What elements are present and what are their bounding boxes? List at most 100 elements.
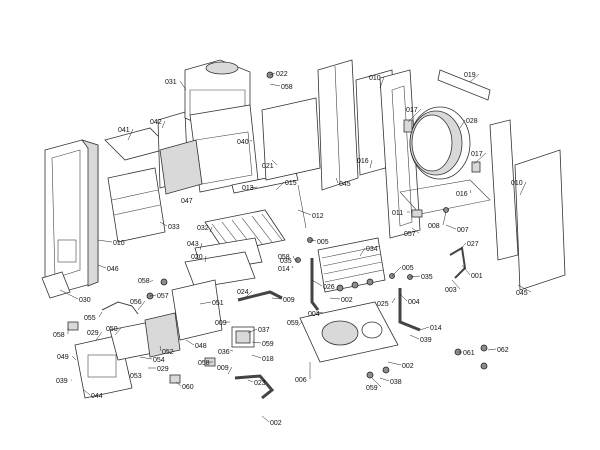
leader-line <box>97 264 107 269</box>
part-number-label: 011 <box>392 210 403 217</box>
part-number-label: 023 <box>254 380 266 387</box>
fitting <box>169 374 181 384</box>
leader-line <box>159 221 168 227</box>
leader-line <box>469 189 472 194</box>
fitting <box>443 207 449 213</box>
part-number-label: 038 <box>390 379 402 386</box>
pcb-board <box>144 312 181 358</box>
part-number-label: 043 <box>187 241 199 248</box>
part-number-label: 032 <box>197 225 209 232</box>
leader-line <box>379 76 385 89</box>
leader-line <box>127 128 134 141</box>
part-number-label: 005 <box>317 239 329 246</box>
part-number-label: 016 <box>456 191 468 198</box>
part-number-label: 010 <box>113 240 125 247</box>
leader-line <box>469 73 480 83</box>
leader-line <box>159 345 162 352</box>
part-number-label: 054 <box>153 357 165 364</box>
leader-line <box>315 311 324 314</box>
part-number-label: 040 <box>237 139 249 146</box>
gas-valve <box>231 326 255 348</box>
part-number-label: 039 <box>56 378 68 385</box>
bottom-frame <box>399 179 491 215</box>
leader-line <box>249 186 258 189</box>
part-number-label: 001 <box>471 273 483 280</box>
leader-line <box>83 389 91 396</box>
part-number-label: 034 <box>366 246 378 253</box>
leader-line <box>461 264 471 276</box>
leader-line <box>149 279 154 283</box>
leader-line <box>269 72 276 76</box>
fitting <box>160 278 168 286</box>
part-number-label: 014 <box>430 325 442 332</box>
leader-line <box>459 119 466 129</box>
leader-line <box>261 415 270 423</box>
part-number-label: 059 <box>287 320 299 327</box>
leader-line <box>251 354 262 359</box>
leader-line <box>459 242 467 251</box>
leader-line <box>309 239 317 242</box>
part-number-label: 017 <box>471 151 483 158</box>
leader-line <box>149 294 157 297</box>
part-number-label: 009 <box>217 365 229 372</box>
part-number-label: 030 <box>79 297 91 304</box>
part-number-label: 021 <box>262 163 274 170</box>
fitting <box>480 344 488 352</box>
leader-line <box>271 297 283 300</box>
burner-base-plate <box>184 251 256 289</box>
leader-line <box>114 327 122 336</box>
part-number-label: 010 <box>369 75 381 82</box>
part-number-label: 002 <box>270 420 282 427</box>
part-number-callouts: 0010020020020030040040050050060070080090… <box>53 71 528 427</box>
part-number-label: 009 <box>283 297 295 304</box>
leader-line <box>185 339 195 346</box>
part-number-label: 010 <box>511 180 523 187</box>
leader-line <box>249 139 253 142</box>
leader-line <box>269 83 281 87</box>
leader-line <box>71 355 77 361</box>
leader-line <box>335 177 339 184</box>
part-number-label: 008 <box>428 223 440 230</box>
part-number-label: 002 <box>402 363 414 370</box>
leader-line <box>275 181 285 191</box>
leader-line <box>161 120 166 129</box>
part-number-label: 053 <box>130 373 142 380</box>
leader-line <box>227 366 233 375</box>
leader-line <box>199 301 212 305</box>
part-number-label: 039 <box>420 337 432 344</box>
leader-line <box>251 341 262 344</box>
part-number-label: 018 <box>262 356 274 363</box>
top-bracket <box>437 69 491 101</box>
part-number-label: 050 <box>106 326 118 333</box>
leader-line <box>387 361 402 366</box>
part-number-label: 017 <box>406 107 418 114</box>
leader-line <box>399 293 408 302</box>
part-number-label: 007 <box>457 227 469 234</box>
part-number-label: 055 <box>84 315 96 322</box>
part-number-label: 048 <box>195 343 207 350</box>
leader-line <box>297 321 303 327</box>
leader-line <box>411 227 420 234</box>
part-number-label: 012 <box>312 213 324 220</box>
part-number-label: 022 <box>276 71 288 78</box>
part-number-label: 037 <box>258 327 270 334</box>
part-number-label: 027 <box>467 241 479 248</box>
part-number-label: 019 <box>464 72 476 79</box>
part-number-label: 029 <box>157 366 169 373</box>
control-box <box>74 321 159 399</box>
heat-exchanger <box>317 237 386 293</box>
part-number-label: 005 <box>402 265 414 272</box>
leader-line <box>379 377 390 382</box>
leader-line <box>137 300 146 311</box>
leader-line <box>419 326 430 331</box>
fitting <box>67 321 79 331</box>
side-panel-right <box>514 149 566 291</box>
part-number-label: 060 <box>182 384 194 391</box>
front-insulation-plate <box>107 167 166 243</box>
part-number-label: 036 <box>218 349 230 356</box>
rear-frame <box>379 69 421 239</box>
part-number-label: 057 <box>157 293 169 300</box>
rear-insulation-panel <box>261 97 321 181</box>
leader-line <box>59 289 79 300</box>
part-number-label: 056 <box>130 299 142 306</box>
